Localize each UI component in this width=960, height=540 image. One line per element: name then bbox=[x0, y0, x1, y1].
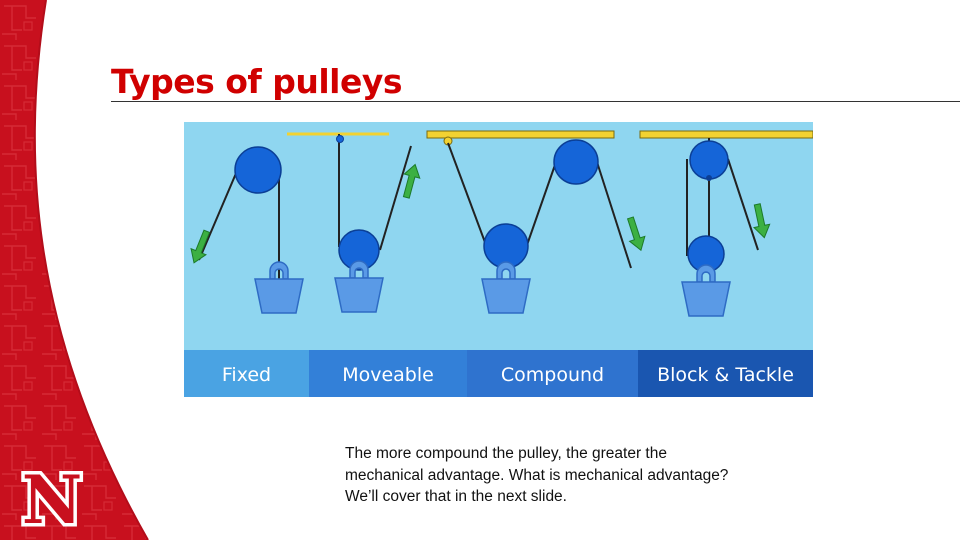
label-band-moveable bbox=[309, 350, 467, 397]
svg-text:N: N bbox=[22, 461, 82, 539]
page-title: Types of pulleys bbox=[111, 62, 403, 101]
fixed-pulley-wheel bbox=[234, 146, 282, 194]
title-underline bbox=[111, 101, 960, 102]
compound-pulley-illustration bbox=[426, 130, 650, 314]
caption-text: The more compound the pulley, the greate… bbox=[345, 443, 815, 508]
compound-fixed-wheel bbox=[553, 139, 599, 185]
logo-n: N N bbox=[18, 458, 85, 540]
moveable-pulley-illustration bbox=[287, 132, 424, 313]
label-band-compound bbox=[467, 350, 638, 397]
pulley-diagram: Fixed Moveable Compound Block & Tackle bbox=[184, 122, 813, 397]
label-band-block-and-tackle bbox=[638, 350, 813, 397]
svg-text:N: N bbox=[22, 461, 82, 539]
block-top-wheel bbox=[689, 140, 729, 180]
caption-line: mechanical advantage. What is mechanical… bbox=[345, 466, 729, 484]
caption-line: The more compound the pulley, the greate… bbox=[345, 445, 667, 462]
label-band-fixed bbox=[184, 350, 309, 397]
panel-label-fixed: Fixed bbox=[222, 364, 271, 386]
sidebar-decoration: N N bbox=[0, 0, 149, 540]
block-and-tackle-illustration bbox=[639, 130, 813, 317]
moveable-pulley-wheel bbox=[338, 229, 380, 271]
panel-label-compound: Compound bbox=[501, 364, 604, 386]
fixed-pulley-illustration bbox=[186, 146, 304, 314]
panel-label-moveable: Moveable bbox=[342, 364, 434, 386]
caption-line: We’ll cover that in the next slide. bbox=[345, 488, 567, 505]
panel-label-block-and-tackle: Block & Tackle bbox=[657, 364, 794, 386]
